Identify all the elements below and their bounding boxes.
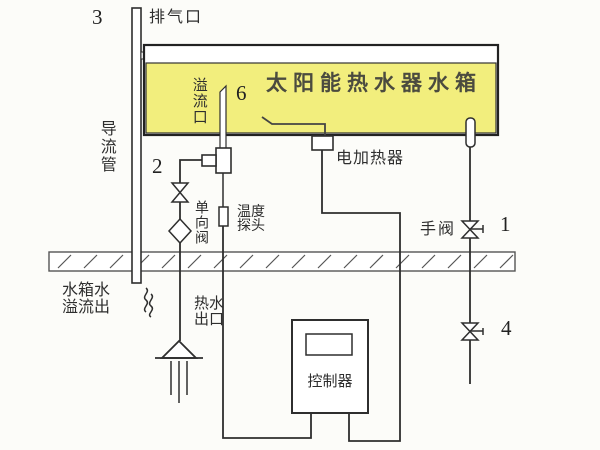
hot-water-branch (155, 159, 203, 403)
tank-title: 太阳能热水器水箱 (266, 71, 482, 95)
tank-overflow-label: 水箱水溢流出 (62, 282, 111, 317)
tank-overflow-label-line1: 水箱水 (62, 282, 111, 299)
temp-probe-wire (222, 226, 312, 439)
heater-wire (321, 150, 401, 442)
hand-valve-symbol (460, 220, 484, 239)
one-way-valve-label: 单向阀 (194, 200, 210, 245)
inlet-tube (465, 117, 476, 148)
callout-1: 1 (500, 212, 511, 236)
check-valve-diamond (167, 217, 193, 245)
tank (142, 43, 500, 137)
drip-squiggle (143, 287, 154, 318)
guide-pipe-label: 导流管 (97, 120, 115, 174)
heating-element (261, 116, 326, 137)
valve-2-symbol (170, 182, 190, 203)
overflow-port-label: 溢流口 (190, 77, 208, 125)
hand-valve-label: 手阀 (420, 221, 457, 238)
heater-box (311, 135, 334, 151)
hot-water-label-line1: 热水 (194, 295, 225, 312)
temp-probe (218, 173, 229, 227)
tank-overflow-label-line2: 溢流出 (62, 298, 111, 316)
controller-label: 控制器 (307, 373, 353, 390)
electric-heater-label: 电加热器 (336, 150, 405, 167)
cold-water-pipe (460, 117, 484, 384)
callout-3: 3 (92, 5, 103, 29)
valve-4-symbol (460, 322, 484, 341)
wall-hatch-lines (57, 254, 514, 269)
tank-water (145, 62, 497, 134)
hot-water-label-line2: 出口 (194, 310, 225, 328)
wall-section (48, 251, 516, 272)
temp-probe-label: 温度探头 (237, 204, 265, 232)
temp-probe-label-line2: 探头 (237, 217, 265, 233)
drain-nozzle (201, 154, 217, 167)
callout-6: 6 (236, 81, 247, 105)
hot-water-outlet-symbol (155, 339, 203, 403)
callout-4: 4 (501, 316, 512, 340)
hot-water-label: 热水出口 (194, 296, 224, 328)
drain-fitting (215, 147, 232, 174)
controller-display (305, 333, 353, 356)
overflow-pipe (201, 84, 232, 174)
callout-2: 2 (152, 154, 163, 178)
controller-box (291, 319, 369, 414)
temp-probe-label-line1: 温度 (237, 203, 265, 219)
electric-heater (261, 116, 334, 151)
vent-port-label: 排气口 (149, 9, 204, 26)
